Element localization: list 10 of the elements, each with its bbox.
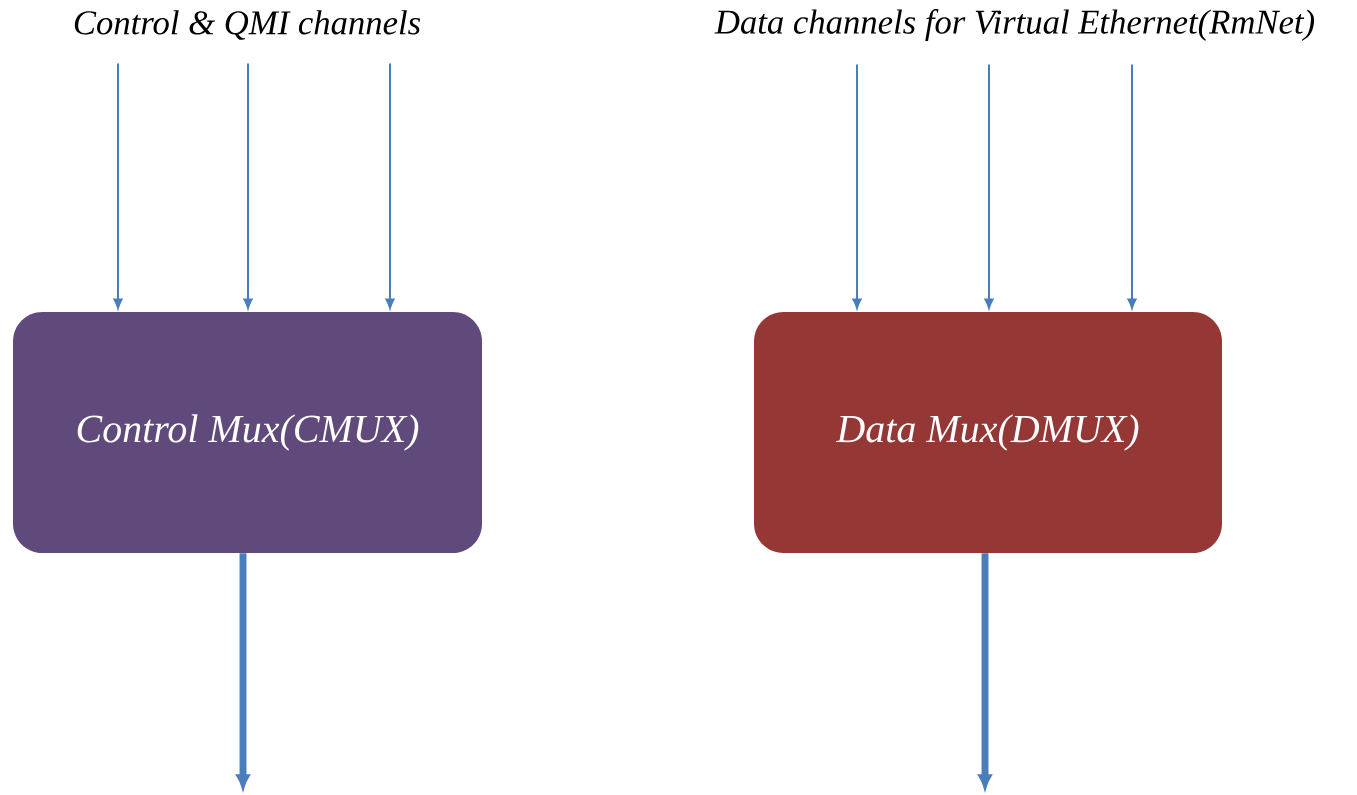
arrow (385, 62, 395, 309)
heading: Control & QMI channels (74, 10, 421, 40)
arrow (1127, 63, 1137, 309)
process-box: Control Mux(CMUX) (13, 312, 482, 553)
arrow (113, 62, 123, 309)
arrow (852, 63, 862, 309)
process-box: Data Mux(DMUX) (754, 312, 1222, 553)
arrow (243, 62, 253, 309)
arrow (984, 63, 994, 309)
heading: Data channels for Virtual Ethernet(RmNet) (714, 9, 1315, 41)
